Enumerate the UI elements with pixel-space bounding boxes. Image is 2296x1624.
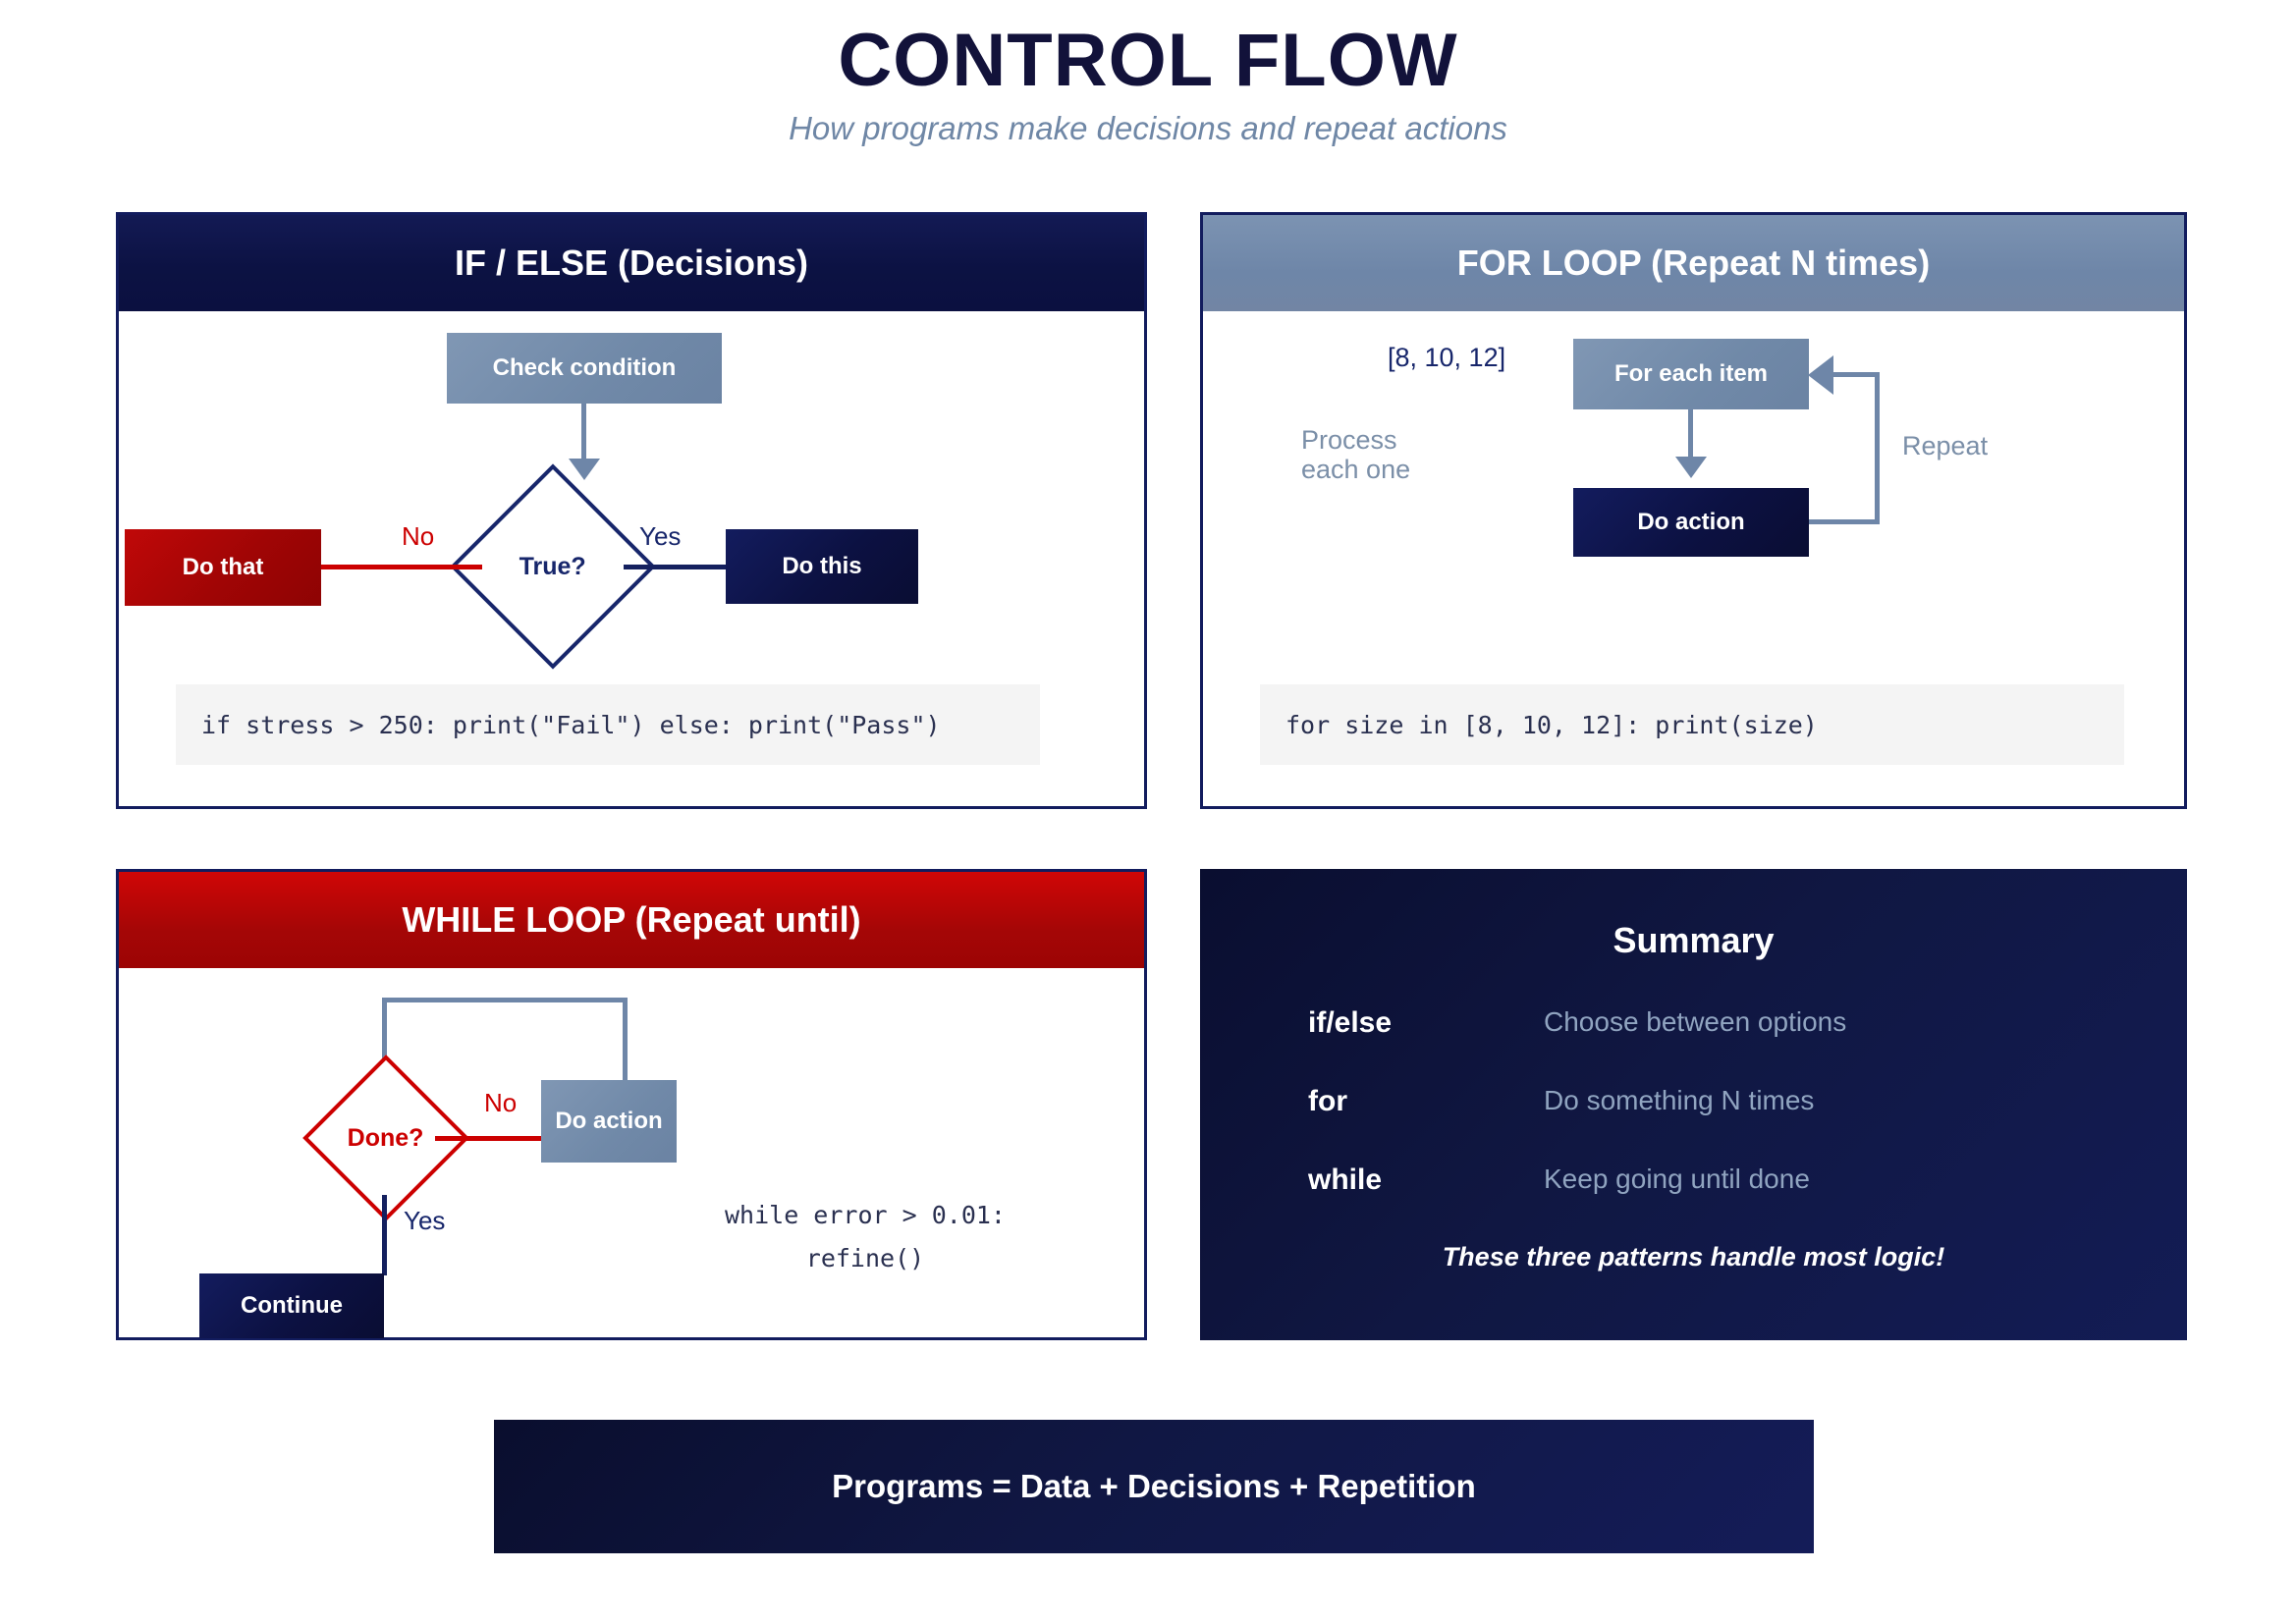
label-process-line2: each one [1301,455,1411,484]
connector-yes-branch [624,565,741,569]
node-do-action-while-label: Do action [555,1108,663,1134]
page-subtitle: How programs make decisions and repeat a… [789,110,1507,146]
connector-no-branch-while [435,1136,553,1141]
connector-check-to-decision [581,404,586,462]
node-for-each-item-label: For each item [1613,360,1769,387]
node-do-this-label: Do this [782,553,862,579]
loop-back-segment-right [1875,372,1880,524]
summary-value-if-else: Choose between options [1544,1006,1847,1037]
connector-iterate-to-action [1688,409,1693,460]
summary-key-if-else: if/else [1308,1006,1393,1039]
loop-back-segment-left [382,998,387,1072]
label-no-while: No [484,1088,518,1117]
connector-no-branch [305,565,482,569]
panel-while-loop-heading: WHILE LOOP (Repeat until) [119,872,1144,968]
summary-row: while Keep going until done [1200,1164,2187,1203]
label-yes: Yes [639,521,682,551]
node-do-action-while[interactable]: Do action [541,1080,677,1163]
node-for-each-item[interactable]: For each item [1573,339,1809,409]
panel-summary: Summary if/else Choose between options f… [1200,869,2187,1340]
node-do-this[interactable]: Do this [726,529,918,604]
label-collection: [8, 10, 12] [1388,343,1506,372]
summary-key-while: while [1308,1164,1383,1196]
code-snippet-while-line1: while error > 0.01: [725,1201,1006,1229]
loop-back-segment-bottom [1809,519,1880,524]
node-continue-label: Continue [241,1292,343,1319]
arrow-down-icon [1675,457,1707,478]
panel-if-else-heading: IF / ELSE (Decisions) [119,215,1144,311]
node-decision-true-label: True? [519,552,587,580]
node-check-condition-label: Check condition [492,354,677,381]
panel-if-else: IF / ELSE (Decisions) Check condition Tr… [116,212,1147,809]
panel-summary-heading: Summary [1613,920,1775,960]
label-yes-while: Yes [404,1206,446,1235]
summary-row: for Do something N times [1200,1085,2187,1124]
code-snippet-while-line2: refine() [805,1244,925,1272]
panel-for-loop-body: [8, 10, 12] Process each one For each it… [1203,311,2184,806]
panel-while-loop-body: Done? No Do action Yes Continue while er… [119,968,1144,1338]
connector-yes-branch-while [382,1195,387,1275]
code-snippet-for: for size in [8, 10, 12]: print(size) [1260,684,2124,765]
code-snippet-if-else: if stress > 250: print("Fail") else: pri… [176,684,1040,765]
panel-while-loop: WHILE LOOP (Repeat until) Done? No Do ac… [116,869,1147,1340]
node-do-action-for-label: Do action [1637,509,1745,535]
panel-for-loop-heading: FOR LOOP (Repeat N times) [1203,215,2184,311]
bottom-banner: Programs = Data + Decisions + Repetition [494,1420,1814,1553]
summary-key-for: for [1308,1085,1347,1117]
loop-back-segment-top [1833,372,1880,377]
summary-value-for: Do something N times [1544,1085,1815,1115]
summary-value-while: Keep going until done [1544,1164,1810,1194]
node-decision-done-label: Done? [348,1123,424,1152]
panel-for-loop: FOR LOOP (Repeat N times) [8, 10, 12] Pr… [1200,212,2187,809]
arrow-left-icon [1808,355,1833,395]
label-no: No [402,521,435,551]
node-do-that-label: Do that [182,554,264,580]
summary-footnote: These three patterns handle most logic! [1442,1242,1945,1272]
loop-back-segment-right [623,998,628,1080]
node-do-that[interactable]: Do that [125,529,321,606]
label-process-line1: Process [1301,425,1397,455]
bottom-banner-text: Programs = Data + Decisions + Repetition [832,1468,1476,1504]
node-check-condition[interactable]: Check condition [447,333,722,404]
node-continue[interactable]: Continue [199,1273,384,1338]
summary-row: if/else Choose between options [1200,1006,2187,1046]
page-title: CONTROL FLOW [838,19,1458,102]
node-do-action-for[interactable]: Do action [1573,488,1809,557]
loop-back-segment-top [382,998,628,1002]
label-repeat: Repeat [1902,431,1989,460]
panel-if-else-body: Check condition True? No Yes Do that Do … [119,311,1144,806]
arrow-down-icon [569,459,600,480]
